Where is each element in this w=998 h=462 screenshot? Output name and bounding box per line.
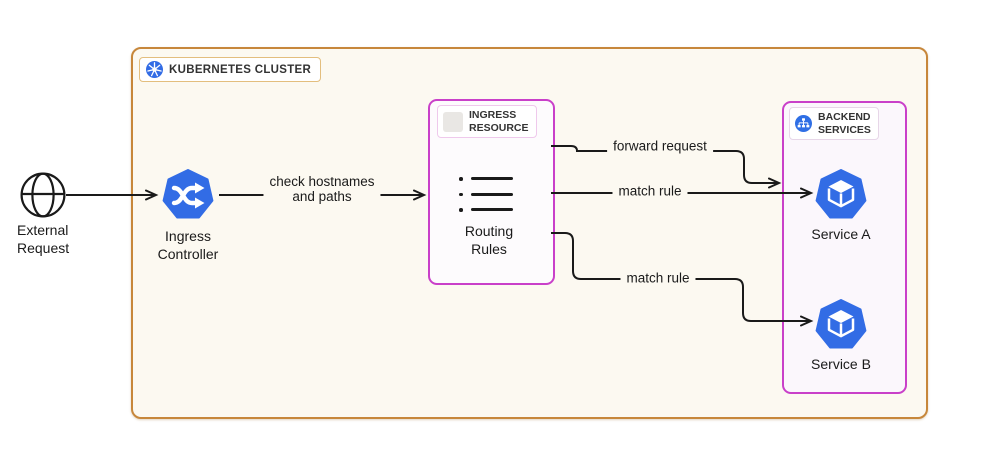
globe-icon — [20, 172, 66, 218]
edge-label-forward-request: forward request — [607, 139, 713, 155]
backend-services-title: BACKEND SERVICES — [818, 111, 871, 136]
kubernetes-helm-icon — [146, 61, 163, 78]
blank-square-icon — [443, 111, 463, 132]
routing-rules-label: Routing Rules — [464, 223, 514, 257]
kubernetes-cluster-label: KUBERNETES CLUSTER — [169, 63, 312, 76]
backend-services-label-chip: BACKEND SERVICES — [789, 107, 879, 141]
ingress-resource-title: INGRESS RESOURCE — [469, 109, 529, 134]
ingress-resource-label-chip: INGRESS RESOURCE — [437, 105, 537, 139]
external-request-label: External Request — [17, 222, 70, 256]
edge-label-match-rule-a: match rule — [612, 184, 688, 200]
service-a-pod-icon — [815, 169, 867, 219]
kubernetes-cluster-label-chip: KUBERNETES CLUSTER — [139, 57, 322, 82]
service-b-pod-icon — [815, 299, 867, 349]
network-sitemap-icon — [795, 115, 812, 133]
ingress-controller-label: Ingress Controller — [157, 228, 219, 262]
service-a-label: Service A — [811, 226, 871, 242]
edge-label-match-rule-b: match rule — [620, 271, 696, 287]
edge-forward-request — [551, 145, 782, 189]
edge-label-check-hostnames: check hostnames and paths — [263, 174, 381, 205]
backend-services-box — [782, 101, 907, 394]
service-b-label: Service B — [811, 356, 871, 372]
ingress-controller-icon — [162, 169, 214, 219]
routing-rules-icon — [459, 177, 513, 212]
